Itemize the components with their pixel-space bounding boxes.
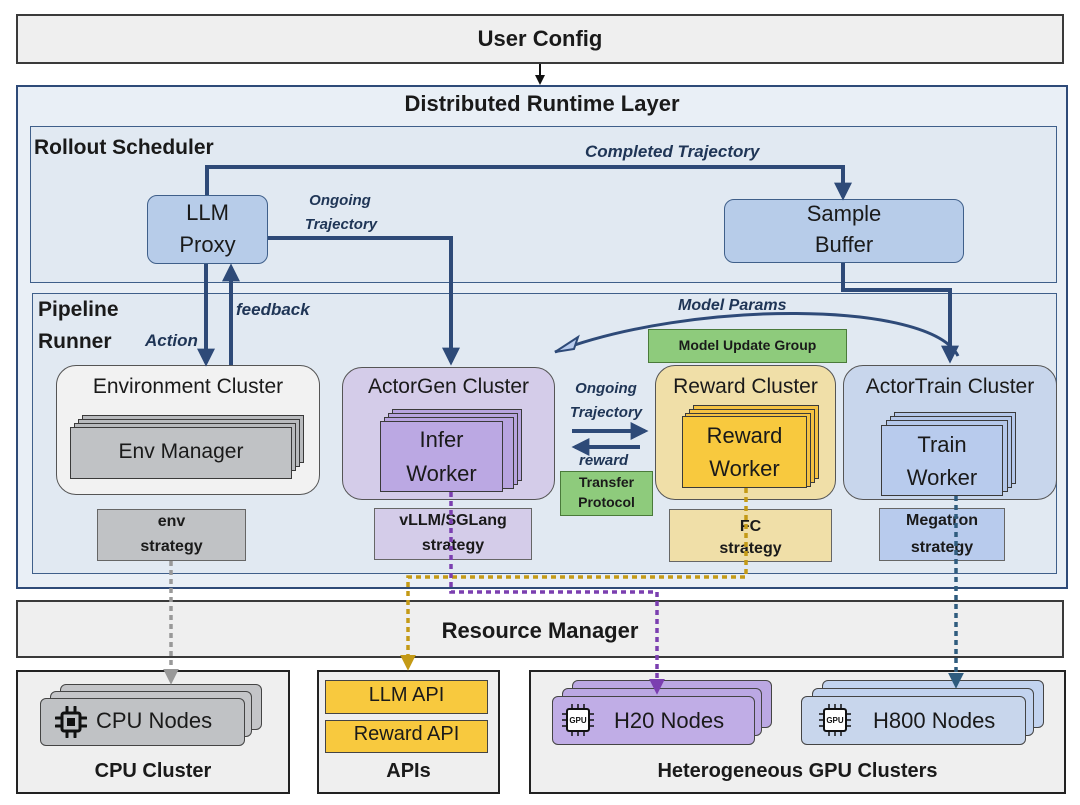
feedback-label: feedback [236, 300, 310, 319]
env-manager-box [70, 427, 292, 479]
cpu-nodes-label: CPU Nodes [96, 708, 213, 733]
completed-trajectory-label: Completed Trajectory [585, 142, 760, 161]
apis-title: APIs [386, 760, 431, 782]
infer-worker-label-2: Worker [406, 461, 477, 486]
reward-worker-box [682, 416, 807, 488]
env-strategy-label-2: strategy [140, 538, 203, 555]
runtime-layer-title: Distributed Runtime Layer [404, 91, 680, 116]
ongoing-trajectory-label-mid-1: Ongoing [575, 380, 637, 397]
transfer-protocol-label-1: Transfer [578, 474, 635, 490]
model-update-group-label: Model Update Group [678, 337, 817, 353]
reward-arrow-label: reward [579, 452, 629, 469]
action-label: Action [145, 331, 198, 350]
reward-api-label: Reward API [353, 723, 460, 745]
reward-worker-label-1: Reward [706, 423, 783, 448]
reward-strategy-label-1: FC [739, 518, 762, 535]
actortrain-cluster-title: ActorTrain Cluster [865, 375, 1035, 398]
train-worker-box [881, 425, 1003, 496]
llm-proxy-label-2: Proxy [179, 232, 236, 257]
h20-gpu-chip-icon: GPU [562, 704, 594, 736]
h800-gpu-chip-text: GPU [826, 716, 844, 725]
ongoing-trajectory-label-mid-2: Trajectory [569, 404, 643, 421]
infer-worker-box [380, 421, 503, 492]
pipeline-runner-title-2: Runner [38, 330, 112, 353]
user-config-label: User Config [477, 26, 603, 51]
model-params-label: Model Params [678, 297, 787, 314]
sample-buffer-label-2: Buffer [814, 232, 874, 257]
ongoing-trajectory-label-top-2: Trajectory [304, 216, 378, 233]
env-strategy-label-1: env [157, 513, 186, 530]
infer-worker-label-1: Infer [419, 427, 464, 452]
environment-cluster-title: Environment Cluster [92, 375, 284, 398]
h20-gpu-chip-text: GPU [569, 716, 587, 725]
transfer-protocol-label-2: Protocol [578, 494, 635, 510]
h800-gpu-chip-icon: GPU [819, 704, 851, 736]
reward-worker-label-2: Worker [709, 456, 780, 481]
rollout-scheduler-title: Rollout Scheduler [34, 136, 214, 159]
reward-cluster-title: Reward Cluster [673, 375, 818, 398]
actorgen-strategy-label-1: vLLM/SGLang [399, 512, 507, 529]
cpu-cluster-title: CPU Cluster [94, 760, 212, 782]
h20-nodes-label: H20 Nodes [614, 708, 725, 733]
train-worker-label-1: Train [917, 432, 967, 457]
gpu-clusters-title: Heterogeneous GPU Clusters [657, 760, 938, 782]
resource-manager-title: Resource Manager [441, 618, 639, 643]
llm-proxy-box [147, 195, 268, 264]
train-worker-label-2: Worker [906, 465, 978, 490]
sample-buffer-box [724, 199, 964, 263]
reward-strategy-label-2: strategy [719, 540, 782, 557]
h20-nodes-box [552, 696, 755, 745]
env-manager-label: Env Manager [118, 440, 244, 463]
actortrain-strategy-label-2: strategy [910, 539, 974, 556]
ongoing-trajectory-label-top-1: Ongoing [309, 192, 371, 209]
env-strategy-box [97, 509, 246, 561]
llm-proxy-label-1: LLM [186, 200, 229, 225]
h800-nodes-label: H800 Nodes [873, 708, 996, 733]
cpu-chip-icon [55, 706, 87, 738]
pipeline-runner-title-1: Pipeline [38, 298, 119, 321]
user-config-box [16, 14, 1064, 64]
actorgen-strategy-label-2: strategy [421, 537, 485, 554]
reward-api-box [325, 720, 488, 753]
actortrain-strategy-label-1: Megatron [906, 512, 978, 529]
actorgen-cluster-title: ActorGen Cluster [367, 375, 530, 398]
actortrain-strategy-box [879, 508, 1005, 561]
sample-buffer-label-1: Sample [806, 201, 882, 226]
llm-api-label: LLM API [368, 684, 445, 706]
